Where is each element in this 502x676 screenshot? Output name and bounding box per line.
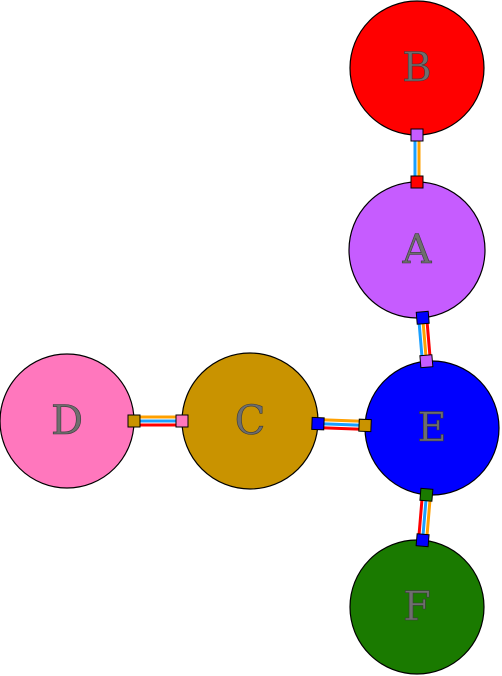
node-label: B [402, 45, 431, 91]
node-label: F [403, 584, 431, 630]
edge-c-e-port-to [358, 418, 372, 433]
edge-d-c-port-from [127, 414, 141, 428]
edge-b-a-port-to [410, 175, 424, 189]
edge-e-f [415, 487, 434, 548]
node-c[interactable]: C [181, 352, 319, 490]
edge-b-a [410, 128, 424, 189]
node-d[interactable]: D [0, 353, 135, 489]
node-label: D [51, 398, 83, 444]
edge-d-c [127, 414, 189, 428]
edge-e-f-wire [421, 494, 428, 541]
edge-e-f-wire [425, 494, 432, 541]
edge-c-e-wire [317, 422, 366, 427]
edge-a-e-wire [417, 317, 424, 362]
edge-e-f-port-from [419, 487, 434, 502]
edge-b-a-port-from [410, 128, 424, 142]
edge-e-f-wire [417, 494, 424, 541]
node-label: A [402, 227, 433, 273]
edge-c-e [311, 416, 372, 433]
edge-c-e-wire [318, 418, 366, 423]
edge-a-e-port-from [415, 310, 430, 325]
edge-a-e-port-to [419, 354, 434, 369]
edge-a-e-wire [421, 317, 428, 362]
node-b[interactable]: B [349, 0, 485, 136]
edge-d-c-port-to [175, 414, 189, 428]
node-a[interactable]: A [348, 181, 486, 319]
node-f[interactable]: F [349, 539, 485, 675]
edge-c-e-wire [317, 426, 365, 431]
edge-e-f-port-to [415, 533, 430, 548]
edges-layer [127, 128, 434, 548]
edge-a-e [415, 310, 434, 369]
edge-c-e-port-from [311, 416, 325, 431]
node-label: C [235, 398, 266, 444]
edge-a-e-wire [425, 317, 432, 362]
node-e[interactable]: E [364, 360, 500, 496]
node-label: E [417, 405, 446, 451]
